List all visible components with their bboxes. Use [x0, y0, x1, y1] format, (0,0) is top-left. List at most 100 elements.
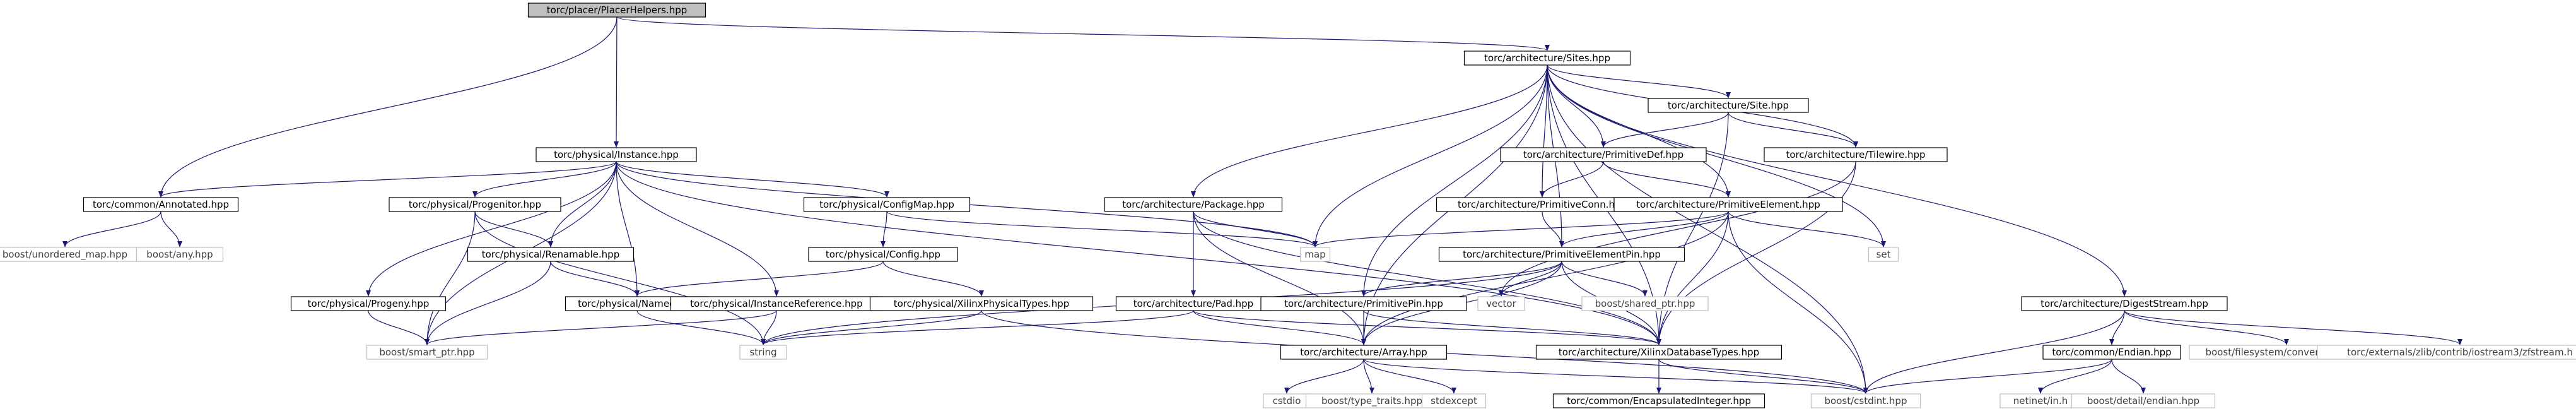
node-label: string [749, 347, 776, 358]
edge-package-to-array [1193, 211, 1366, 345]
node-placer[interactable]: torc/placer/PlacerHelpers.hpp [527, 3, 706, 18]
node-encint[interactable]: torc/common/EncapsulatedInteger.hpp [1552, 393, 1765, 408]
node-configmap[interactable]: torc/physical/ConfigMap.hpp [803, 197, 971, 212]
node-primpin[interactable]: torc/architecture/PrimitivePin.hpp [1260, 296, 1467, 311]
node-tilewire[interactable]: torc/architecture/Tilewire.hpp [1764, 147, 1948, 162]
node-box [1552, 393, 1765, 408]
node-box [1260, 296, 1467, 311]
node-box [2042, 345, 2181, 360]
edge-renamable-to-named [550, 261, 640, 297]
node-instance[interactable]: torc/physical/Instance.hpp [536, 147, 697, 162]
node-box [2317, 345, 2576, 360]
edge-instref-to-smartptr [424, 310, 777, 345]
edge-instance-to-progeny [366, 161, 617, 297]
edge-endian-to-cstdint [1863, 359, 2112, 394]
node-progenitor[interactable]: torc/physical/Progenitor.hpp [389, 197, 561, 212]
node-box [1299, 247, 1331, 262]
node-box [808, 247, 958, 262]
node-label: boost/detail/endian.hpp [2087, 395, 2199, 407]
node-digest[interactable]: torc/architecture/DigestStream.hpp [2021, 296, 2228, 311]
node-label: torc/architecture/Pad.hpp [1133, 298, 1253, 309]
node-site[interactable]: torc/architecture/Site.hpp [1648, 98, 1809, 113]
node-detailendian: boost/detail/endian.hpp [2071, 393, 2216, 408]
edge-config-to-named [635, 261, 884, 297]
node-endian[interactable]: torc/common/Endian.hpp [2042, 345, 2181, 360]
edge-instref-to-string [761, 310, 777, 345]
node-instref[interactable]: torc/physical/InstanceReference.hpp [670, 296, 883, 311]
edge-placer-to-annotated [158, 16, 618, 198]
node-label: torc/architecture/Array.hpp [1300, 347, 1427, 358]
node-array[interactable]: torc/architecture/Array.hpp [1280, 345, 1448, 360]
edge-xilphys-to-string [761, 310, 982, 345]
edge-package-to-xildb [1193, 211, 1661, 345]
node-primdef[interactable]: torc/architecture/PrimitiveDef.hpp [1500, 147, 1707, 162]
edge-instance-to-xildb [616, 161, 1661, 345]
edge-sites-to-map [1313, 64, 1548, 247]
node-label: torc/physical/Progeny.hpp [308, 298, 430, 309]
node-xilphys[interactable]: torc/physical/XilinxPhysicalTypes.hpp [869, 296, 1094, 311]
node-box [1500, 147, 1707, 162]
node-netinet: netinet/in.h [1999, 393, 2081, 408]
edge-placer-to-sites [616, 16, 1550, 51]
edge-package-to-map [1193, 211, 1318, 247]
edge-primelem-to-map [1313, 211, 1729, 247]
edge-sites-to-package [1191, 64, 1548, 198]
node-config[interactable]: torc/physical/Config.hpp [808, 247, 958, 262]
node-label: boost/any.hpp [146, 249, 213, 260]
edge-endian-to-netinet [2038, 359, 2112, 394]
node-label: torc/architecture/Tilewire.hpp [1786, 149, 1925, 160]
node-box [1868, 247, 1899, 262]
edge-annotated-to-any [160, 211, 182, 247]
edge-instance-to-progenitor [472, 161, 617, 198]
node-box [1421, 393, 1487, 408]
node-label: vector [1486, 298, 1516, 309]
edge-sites-to-digest [1547, 64, 2127, 297]
node-box [803, 197, 971, 212]
node-box [83, 197, 239, 212]
node-sharedptr: boost/shared_ptr.hpp [1581, 296, 1709, 311]
edge-progenitor-to-string [474, 211, 766, 345]
node-renamable[interactable]: torc/physical/Renamable.hpp [467, 247, 635, 262]
edge-digest-to-zfstream [2124, 310, 2462, 345]
node-set: set [1868, 247, 1899, 262]
node-label: torc/physical/Named.hpp [578, 298, 696, 309]
edge-primelempin-to-vector [1499, 261, 1562, 297]
edge-primelem-to-primelempin [1559, 211, 1729, 247]
edge-primelem-to-set [1728, 211, 1886, 247]
node-box [389, 197, 561, 212]
node-label: torc/common/Endian.hpp [2052, 347, 2171, 358]
node-box [1613, 197, 1843, 212]
node-label: torc/architecture/Sites.hpp [1484, 52, 1610, 64]
edge-instance-to-named [616, 161, 640, 297]
node-package[interactable]: torc/architecture/Package.hpp [1104, 197, 1283, 212]
edge-digest-to-endian [2109, 310, 2125, 345]
edge-instance-to-instref [616, 161, 779, 297]
node-progeny[interactable]: torc/physical/Progeny.hpp [290, 296, 447, 311]
node-label: boost/cstdint.hpp [1825, 395, 1907, 407]
edge-configmap-to-config [881, 211, 887, 247]
node-box [467, 247, 635, 262]
node-label: torc/physical/Config.hpp [826, 249, 940, 260]
node-sites[interactable]: torc/architecture/Sites.hpp [1463, 51, 1631, 66]
node-label: boost/shared_ptr.hpp [1595, 298, 1695, 310]
node-box [1280, 345, 1448, 360]
node-box [2021, 296, 2228, 311]
node-primconn[interactable]: torc/architecture/PrimitiveConn.hpp [1436, 197, 1649, 212]
node-zfstream: torc/externals/zlib/contrib/iostream3/zf… [2317, 345, 2576, 360]
edge-pad-to-string [761, 310, 1194, 345]
edge-digest-to-cstdint [1863, 310, 2125, 394]
node-label: torc/physical/Instance.hpp [554, 149, 679, 160]
node-label: torc/placer/PlacerHelpers.hpp [547, 4, 688, 16]
node-annotated[interactable]: torc/common/Annotated.hpp [83, 197, 239, 212]
edge-pad-to-xildb [1193, 310, 1661, 345]
node-label: torc/physical/Progenitor.hpp [409, 199, 541, 210]
edge-primpin-to-xildb [1363, 310, 1661, 345]
edge-named-to-string [636, 310, 766, 345]
edge-progenitor-to-smartptr [424, 211, 476, 345]
node-primelempin[interactable]: torc/architecture/PrimitiveElementPin.hp… [1438, 247, 1685, 262]
edge-primconn-to-primelempin [1542, 211, 1564, 247]
node-pad[interactable]: torc/architecture/Pad.hpp [1115, 296, 1272, 311]
node-xildb[interactable]: torc/architecture/XilinxDatabaseTypes.hp… [1535, 345, 1783, 360]
node-primelem[interactable]: torc/architecture/PrimitiveElement.hpp [1613, 197, 1843, 212]
edge-placer-to-instance [614, 16, 619, 148]
